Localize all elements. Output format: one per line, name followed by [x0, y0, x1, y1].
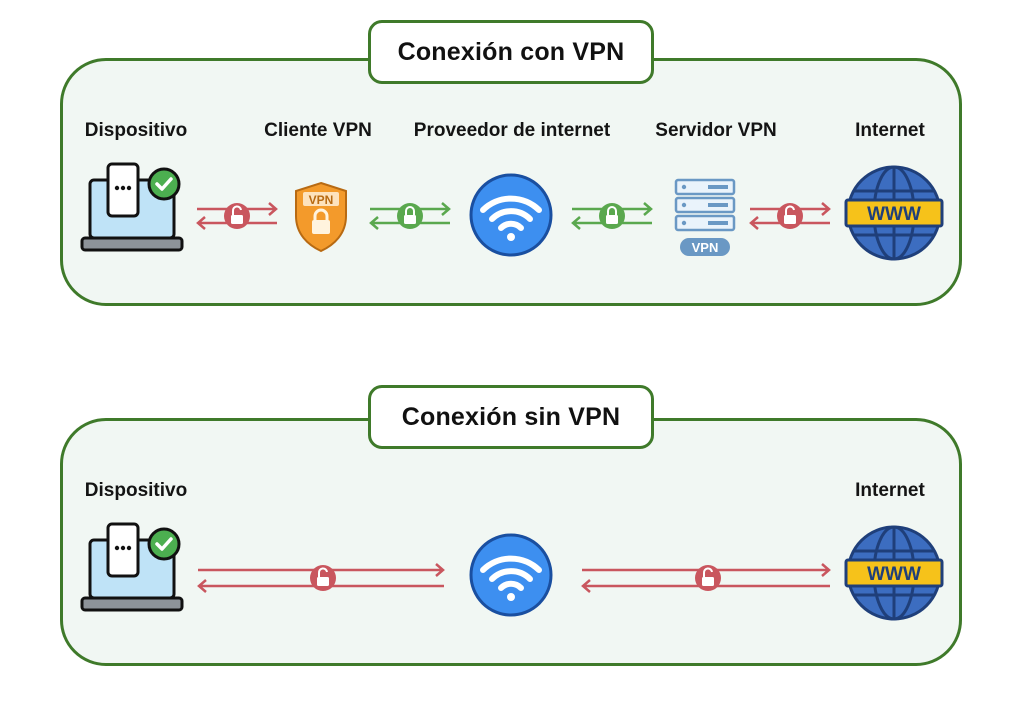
- wifi-icon: [469, 173, 553, 257]
- unsecured-arrow-device-isp: [197, 563, 445, 593]
- laptop-phone-icon: [80, 162, 184, 252]
- without-vpn-title: Conexión sin VPN: [368, 385, 654, 449]
- globe-www-icon: WWW: [844, 525, 944, 621]
- label-vpn-client: Cliente VPN: [264, 120, 372, 141]
- secured-arrow-isp-server: [571, 202, 653, 230]
- with-vpn-title: Conexión con VPN: [368, 20, 654, 84]
- check-badge-icon: [147, 167, 181, 201]
- padlock-closed-icon: [404, 206, 416, 224]
- padlock-open-icon: [784, 205, 796, 224]
- label-vpn-server: Servidor VPN: [655, 120, 777, 141]
- secured-arrow-client-isp: [369, 202, 451, 230]
- padlock-open-icon: [231, 205, 243, 224]
- unsecured-arrow-isp-internet: [581, 563, 831, 593]
- padlock-open-icon: [702, 567, 714, 586]
- globe-www-icon: WWW: [844, 165, 944, 261]
- globe-text: WWW: [867, 204, 921, 225]
- globe-text: WWW: [867, 564, 921, 585]
- padlock-open-icon: [317, 567, 329, 586]
- label-internet: Internet: [855, 120, 925, 141]
- laptop-phone-icon: [80, 522, 184, 612]
- server-rack-icon: VPN: [674, 178, 736, 256]
- padlock-closed-icon: [606, 206, 618, 224]
- label-isp: Proveedor de internet: [413, 120, 611, 141]
- label-device-novpn: Dispositivo: [84, 480, 188, 501]
- unsecured-arrow-server-internet: [749, 202, 831, 230]
- label-internet-novpn: Internet: [855, 480, 925, 501]
- shield-text: VPN: [309, 193, 334, 207]
- wifi-icon: [469, 533, 553, 617]
- label-device: Dispositivo: [84, 120, 188, 141]
- unsecured-arrow-device-client: [196, 202, 278, 230]
- check-badge-icon: [147, 527, 181, 561]
- vpn-shield-icon: VPN: [295, 181, 347, 253]
- padlock-closed-icon: [312, 208, 330, 234]
- server-tag-text: VPN: [692, 240, 719, 255]
